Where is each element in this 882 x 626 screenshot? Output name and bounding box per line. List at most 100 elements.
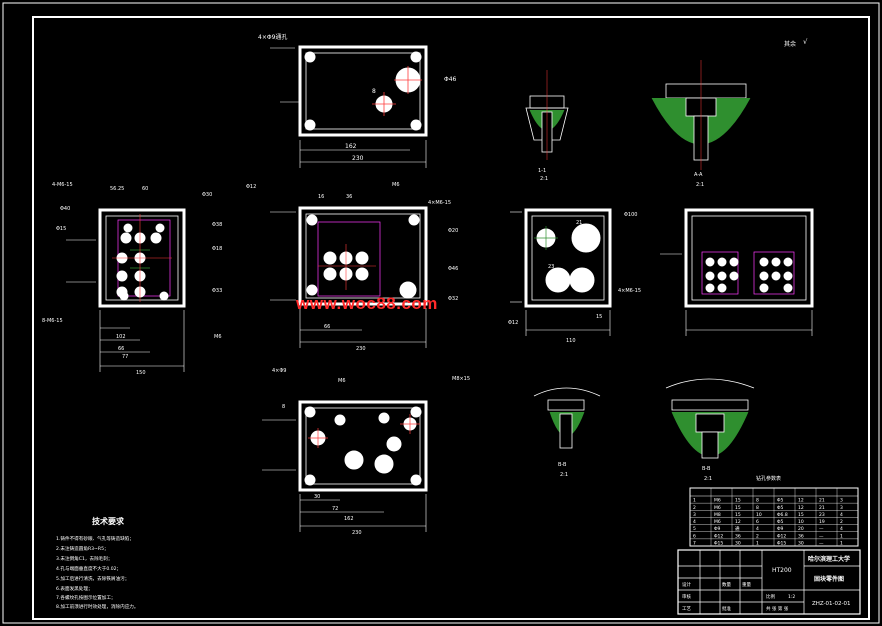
- section-view-3: [533, 387, 601, 449]
- top-view-dim-162: 162: [345, 143, 357, 150]
- right-dim-110: 110: [566, 338, 576, 344]
- hole-table-cell: 36: [735, 533, 741, 539]
- bottom-dim-8: 8: [282, 404, 285, 410]
- front-view-left: [66, 208, 186, 372]
- hole-table-cell: Φ15: [714, 541, 723, 547]
- bottom-dim-162: 162: [344, 516, 354, 522]
- hole-table-cell: 5: [693, 526, 696, 532]
- hole-table-cell: 15: [735, 512, 741, 518]
- front-view-left-outline: [98, 208, 186, 308]
- bottom-dim-230: 230: [352, 530, 362, 536]
- title-label-review: 审核: [682, 593, 691, 600]
- hole-table-cell: 12: [798, 505, 804, 511]
- hole-table-cell: 1: [693, 498, 696, 504]
- watermark-text: www.woc88.com: [296, 294, 438, 313]
- right-dim-4m6: 4×M6-15: [618, 288, 641, 294]
- center-dim-phi32: Φ32: [448, 296, 458, 302]
- hole-table-cell: 2: [756, 533, 759, 539]
- tech-req-item-7: 7.各螺纹孔按图示位置加工；: [56, 594, 116, 601]
- title-label-scale: 比例: [766, 593, 775, 600]
- left-dim-66: 66: [118, 346, 124, 352]
- hole-table-cell: 1: [840, 541, 843, 547]
- tech-req-item-5: 5.加工后进行清洗，去除铁屑油污；: [56, 575, 129, 582]
- hole-table-cell: Φ15: [777, 541, 786, 547]
- far-right-view-outline: [684, 208, 814, 308]
- hole-table-cell: 20: [798, 526, 804, 532]
- hole-table-cell: Φ5: [777, 505, 784, 511]
- hole-table-cell: 15: [798, 512, 804, 518]
- section-3-label: B-B: [558, 462, 567, 468]
- section-view-2: [651, 60, 751, 170]
- title-block: [677, 549, 861, 615]
- left-dim-77: 77: [122, 354, 128, 360]
- hole-table-cell: —: [819, 534, 824, 539]
- hole-table-cell: Φ12: [777, 533, 786, 539]
- tech-req-item-2: 2.未注铸造圆角R3~R5；: [56, 545, 109, 552]
- section-3-scale: 2:1: [560, 472, 568, 478]
- center-dim-230: 230: [356, 346, 366, 352]
- title-part-name: 固块零件图: [814, 575, 844, 583]
- hole-table-cell: Φ5: [777, 519, 784, 525]
- center-dim-phi12: Φ12: [246, 184, 256, 190]
- bottom-dim-72: 72: [332, 506, 338, 512]
- hole-table-title: 钻孔参数表: [756, 475, 781, 482]
- bottom-dim-30: 30: [314, 494, 320, 500]
- left-dim-m6: M6: [214, 334, 222, 340]
- left-dim-phi18: Φ18: [212, 246, 222, 252]
- top-view: [270, 45, 428, 168]
- hole-table-cell: 30: [735, 541, 741, 547]
- hole-table-cell: 6: [756, 519, 759, 525]
- right-view: [510, 208, 612, 336]
- roughness-note: 其余: [784, 40, 796, 48]
- left-dim-4m6: 4-M6-15: [52, 182, 73, 188]
- section-1-label: 1-1: [538, 168, 546, 174]
- center-dim-16: 16: [318, 194, 324, 200]
- hole-table-cell: 4: [840, 512, 843, 518]
- hole-table-cell: 4: [840, 526, 843, 532]
- hole-table-cell: Φ6.8: [777, 512, 788, 518]
- hole-table-cell: 1: [840, 533, 843, 539]
- section-view-4: [665, 378, 755, 459]
- center-dim-m6: M6: [392, 182, 400, 188]
- section-1-scale: 2:1: [540, 176, 548, 182]
- hole-table-cell: —: [819, 527, 824, 532]
- top-view-note: 4×Φ9通孔: [258, 33, 287, 41]
- section-2-scale: 2:1: [696, 182, 704, 188]
- title-label-approve: 批准: [722, 605, 731, 612]
- hole-table-cell: 2: [693, 505, 696, 511]
- left-dim-60: 60: [142, 186, 148, 192]
- section-4-label: B-B: [702, 466, 711, 472]
- center-dim-36: 36: [346, 194, 352, 200]
- far-right-view: [660, 208, 814, 336]
- title-label-process: 工艺: [682, 606, 691, 612]
- hole-table-cell: M6: [714, 498, 721, 504]
- title-scale-value: 1:2: [788, 594, 795, 600]
- bottom-dim-m8: M8×15: [452, 376, 470, 382]
- hole-table-cell: M6: [714, 519, 721, 525]
- bottom-view: [262, 400, 428, 532]
- tech-req-item-4: 4.孔与端面垂直度不大于0.02；: [56, 565, 121, 572]
- hole-table-cell: 3: [840, 505, 843, 511]
- title-material: HT200: [772, 567, 792, 574]
- top-view-dim-230: 230: [352, 155, 364, 162]
- hole-table-cell: M8: [714, 512, 721, 518]
- left-dim-phi15: Φ15: [56, 226, 66, 232]
- hole-table-cell: M6: [714, 505, 721, 511]
- hole-table-cell: 15: [735, 505, 741, 511]
- hole-table-cell: 10: [798, 519, 804, 525]
- left-dim-5625: 56.25: [110, 186, 124, 192]
- left-dim-phi38: Φ38: [212, 222, 222, 228]
- hole-table-cell: 4: [756, 526, 759, 532]
- tech-req-title: 技术要求: [92, 516, 125, 526]
- hole-table-cell: 15: [735, 498, 741, 504]
- section-view-1: [525, 70, 569, 160]
- center-dim-phi20: Φ20: [448, 228, 458, 234]
- right-dim-15: 15: [596, 314, 602, 320]
- hole-table-cell: 3: [693, 512, 696, 518]
- front-view-center-outline: [298, 206, 428, 306]
- title-drawing-no: ZHZ-01-02-01: [812, 601, 851, 607]
- hole-table-cell: 12: [798, 498, 804, 504]
- bottom-dim-4phi9: 4×Φ9: [272, 368, 287, 374]
